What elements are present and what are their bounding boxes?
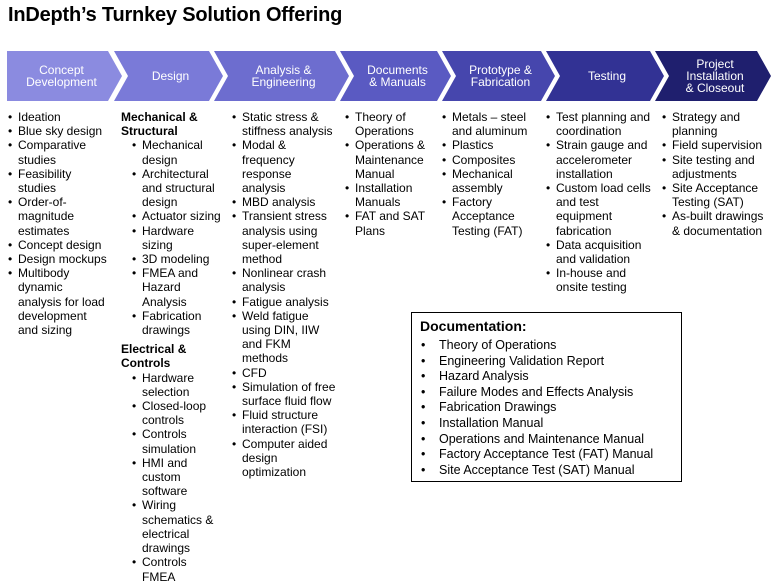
chevron-documents-manuals: Documents & Manuals [340, 51, 451, 101]
list-item: CFD [232, 366, 338, 380]
list-item: Field supervision [662, 138, 772, 152]
list-item: Installation Manual [421, 416, 653, 432]
chevron-label: Prototype & Fabrication [469, 63, 532, 89]
chevron-label: Design [151, 69, 190, 83]
chevron-analysis-engineering: Analysis & Engineering [214, 51, 349, 101]
list-item: Mechanical design [121, 138, 223, 166]
list-item: Transient stress analysis using super-el… [232, 209, 338, 266]
list-item: Engineering Validation Report [421, 354, 653, 370]
chevron-design: Design [114, 51, 223, 101]
list-item: Factory Acceptance Testing (FAT) [442, 195, 538, 238]
list-item: Operations & Maintenance Manual [345, 138, 435, 181]
list-item: FAT and SAT Plans [345, 209, 435, 237]
list-item: Computer aided design optimization [232, 437, 338, 480]
list-item: Test planning and coordination [546, 110, 654, 138]
list-item: Metals – steel and aluminum [442, 110, 538, 138]
list-item: Data acquisition and validation [546, 238, 654, 266]
list-item: HMI and custom software [121, 456, 223, 499]
list-item: Concept design [8, 238, 108, 252]
list-item: Custom load cells and test equipment fab… [546, 181, 654, 238]
list-item: Nonlinear crash analysis [232, 266, 338, 294]
list-item: Hardware selection [121, 371, 223, 399]
list-item: Closed-loop controls [121, 399, 223, 427]
list-item: Static stress & stiffness analysis [232, 110, 338, 138]
documentation-title: Documentation: [420, 318, 527, 334]
list-item: Fluid structure interaction (FSI) [232, 408, 338, 436]
list-item: Failure Modes and Effects Analysis [421, 385, 653, 401]
list-item: Hardware sizing [121, 224, 223, 252]
chevron-label: Analysis & Engineering [251, 63, 316, 89]
column-project-installation: Strategy and planning Field supervision … [662, 110, 772, 238]
list-item: Ideation [8, 110, 108, 124]
documentation-box: Documentation: Theory of Operations Engi… [411, 312, 682, 482]
list-item: Fabrication drawings [121, 309, 223, 337]
list-item: In-house and onsite testing [546, 266, 654, 294]
list-item: Site Acceptance Test (SAT) Manual [421, 463, 653, 479]
list-item: Hazard Analysis [421, 369, 653, 385]
group-heading-mechanical: Mechanical & Structural [121, 110, 198, 139]
list-item: Site testing and adjustments [662, 153, 772, 181]
list-item: Design mockups [8, 252, 108, 266]
list-item: Simulation of free surface fluid flow [232, 380, 338, 408]
list-item: MBD analysis [232, 195, 338, 209]
list-item: Feasibility studies [8, 167, 108, 195]
list-item: Controls FMEA [121, 555, 223, 583]
list-item: Wiring schematics & electrical drawings [121, 498, 223, 555]
list-item: As-built drawings & documentation [662, 209, 772, 237]
list-item: Modal & frequency response analysis [232, 138, 338, 195]
list-item: Installation Manuals [345, 181, 435, 209]
column-documents-manuals: Theory of Operations Operations & Mainte… [345, 110, 435, 238]
column-design: Mechanical & Structural Mechanical desig… [121, 110, 223, 584]
list-item: Factory Acceptance Test (FAT) Manual [421, 447, 653, 463]
list-item: 3D modeling [121, 252, 223, 266]
list-item: Weld fatigue using DIN, IIW and FKM meth… [232, 309, 338, 366]
chevron-label: Concept Development [26, 63, 97, 89]
process-chevrons: Concept Development Design Analysis & En… [0, 51, 774, 101]
list-item: Comparative studies [8, 138, 108, 166]
list-item: Site Acceptance Testing (SAT) [662, 181, 772, 209]
list-item: Strain gauge and accelerometer installat… [546, 138, 654, 181]
list-item: Fabrication Drawings [421, 400, 653, 416]
list-item: FMEA and Hazard Analysis [121, 266, 223, 309]
list-item: Controls simulation [121, 427, 223, 455]
group-heading-electrical: Electrical & Controls [121, 342, 187, 371]
chevron-project-installation-closeout: Project Installation & Closeout [655, 51, 771, 101]
list-item: Blue sky design [8, 124, 108, 138]
list-item: Theory of Operations [421, 338, 653, 354]
list-item: Strategy and planning [662, 110, 772, 138]
list-item: Fatigue analysis [232, 295, 338, 309]
list-item: Theory of Operations [345, 110, 435, 138]
page-title: InDepth’s Turnkey Solution Offering [8, 4, 343, 26]
column-concept-development: Ideation Blue sky design Comparative stu… [8, 110, 108, 337]
chevron-testing: Testing [546, 51, 664, 101]
column-testing: Test planning and coordination Strain ga… [546, 110, 654, 295]
column-analysis-engineering: Static stress & stiffness analysis Modal… [232, 110, 338, 479]
chevron-label: Testing [587, 69, 627, 83]
list-item: Actuator sizing [121, 209, 223, 223]
chevron-label: Project Installation & Closeout [685, 57, 745, 95]
list-item: Multibody dynamic analysis for load deve… [8, 266, 108, 337]
chevron-label: Documents & Manuals [367, 63, 428, 89]
list-item: Order-of-magnitude estimates [8, 195, 108, 238]
list-item: Architectural and structural design [121, 167, 223, 210]
list-item: Composites [442, 153, 538, 167]
column-prototype-fabrication: Metals – steel and aluminum Plastics Com… [442, 110, 538, 238]
chevron-concept-development: Concept Development [7, 51, 122, 101]
chevron-prototype-fabrication: Prototype & Fabrication [442, 51, 555, 101]
list-item: Operations and Maintenance Manual [421, 432, 653, 448]
list-item: Plastics [442, 138, 538, 152]
list-item: Mechanical assembly [442, 167, 538, 195]
